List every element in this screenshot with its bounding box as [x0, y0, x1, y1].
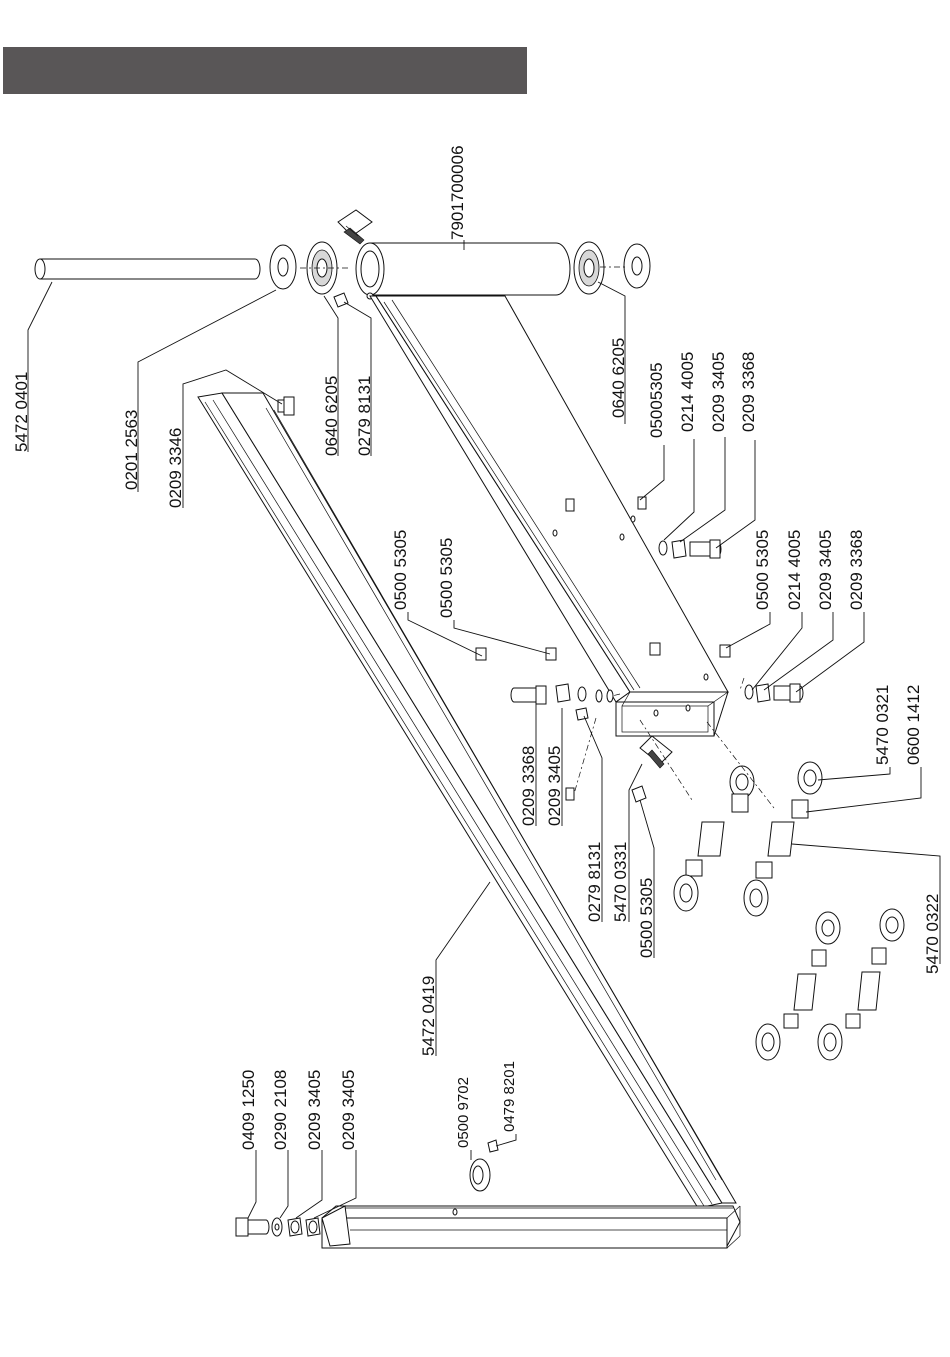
part-label: 7901700006	[448, 145, 467, 240]
part-label: 0290 2108	[271, 1070, 290, 1150]
bolt-part	[277, 396, 295, 416]
brush-part	[631, 735, 673, 803]
part-label: 0500 5305	[391, 530, 410, 610]
part-label: 0500 5305	[753, 530, 772, 610]
part-label: 0409 1250	[239, 1070, 258, 1150]
part-label: 0279 8131	[355, 376, 374, 456]
base-beam-part	[321, 1205, 741, 1249]
part-label: 0201 2563	[122, 410, 141, 490]
part-label: 5472 0419	[419, 976, 438, 1056]
bolt-set-part	[510, 683, 614, 721]
part-label: 5470 0321	[873, 685, 892, 765]
rod-part	[34, 258, 261, 280]
part-label: 0640 6205	[322, 376, 341, 456]
fitting-part	[333, 292, 349, 308]
upper-beam-part	[369, 295, 729, 737]
bolt-set-part	[744, 683, 804, 703]
section-header-bar	[3, 47, 527, 94]
bolt-stack-part	[235, 1217, 321, 1237]
part-labels: 5472 0401 0201 2563 0209 3346 0640 6205 …	[12, 145, 942, 1150]
part-label: 0640 6205	[609, 338, 628, 418]
part-label: 0209 3368	[847, 530, 866, 610]
foot-cap-part	[469, 1139, 499, 1192]
part-label: 05005305	[647, 362, 666, 438]
part-label: 0209 3346	[166, 428, 185, 508]
roller-assembly-part	[673, 765, 755, 912]
part-label: 0209 3405	[305, 1070, 324, 1150]
part-label: 0209 3405	[339, 1070, 358, 1150]
part-label: 0209 3405	[545, 746, 564, 826]
washer-part	[623, 243, 651, 289]
part-label: 5470 0331	[611, 842, 630, 922]
part-label: 5472 0401	[12, 372, 31, 452]
frame-beam-part	[197, 392, 737, 1209]
bolt-set-part	[658, 539, 722, 559]
part-label: 0209 3405	[709, 352, 728, 432]
roller-tube-part	[355, 242, 571, 300]
part-label: 0209 3405	[816, 530, 835, 610]
part-label: 0209 3368	[519, 746, 538, 826]
center-lines	[300, 266, 775, 809]
part-label: 0500 9702	[455, 1077, 472, 1148]
part-label: 0500 5305	[637, 878, 656, 958]
brush-part	[337, 209, 373, 245]
part-label: 0600 1412	[904, 685, 923, 765]
part-label: 5470 0322	[923, 894, 942, 974]
part-label: 0214 4005	[678, 352, 697, 432]
bearing-part	[573, 241, 605, 295]
part-label: 0279 8131	[585, 842, 604, 922]
part-label: 0214 4005	[785, 530, 804, 610]
washer-part	[269, 244, 297, 290]
part-label: 0479 8201	[501, 1061, 518, 1132]
roller-assembly-part	[743, 761, 823, 917]
roller-assembly-part	[755, 911, 841, 1061]
roller-assembly-part	[817, 908, 905, 1061]
screw-part	[475, 496, 731, 801]
part-label: 0209 3368	[739, 352, 758, 432]
part-label: 0500 5305	[437, 538, 456, 618]
leader-lines	[27, 240, 941, 1219]
